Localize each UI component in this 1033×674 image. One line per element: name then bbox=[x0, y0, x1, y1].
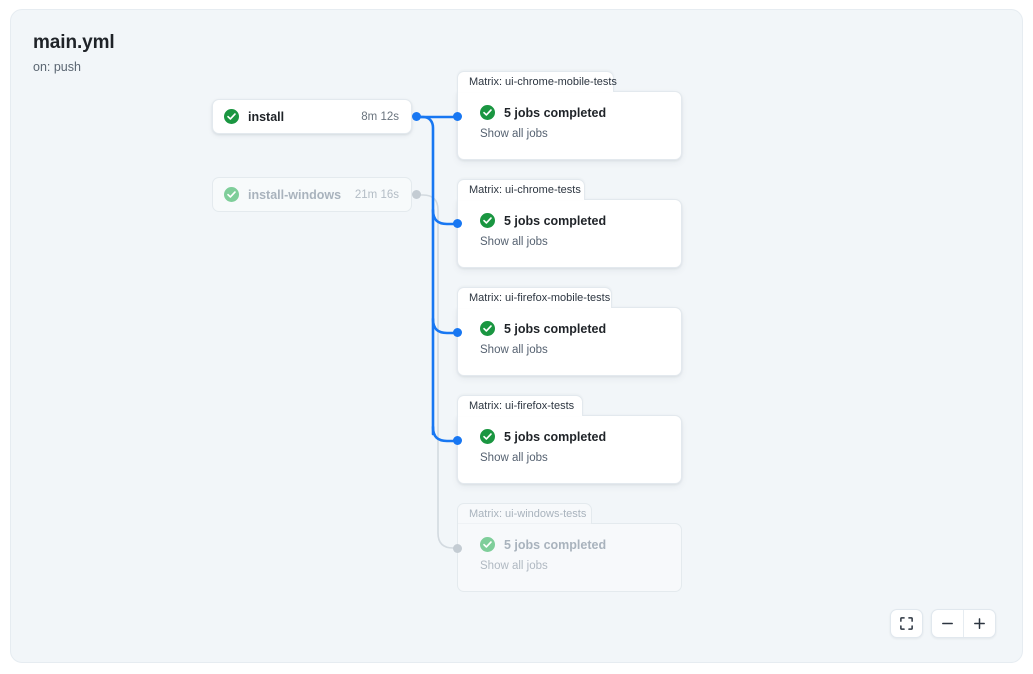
job-output-port-install-windows[interactable] bbox=[412, 190, 421, 199]
matrix-tab-label: Matrix: ui-chrome-mobile-tests bbox=[469, 76, 617, 88]
plus-icon bbox=[974, 618, 985, 629]
zoom-control[interactable] bbox=[931, 609, 996, 638]
check-circle-icon bbox=[480, 429, 495, 444]
matrix-input-port-ui-firefox-mobile-tests[interactable] bbox=[453, 328, 462, 337]
job-node-install[interactable]: install 8m 12s bbox=[212, 99, 412, 134]
matrix-tab-label: Matrix: ui-windows-tests bbox=[469, 508, 587, 520]
matrix-status-row: 5 jobs completed bbox=[480, 213, 606, 228]
matrix-body[interactable]: 5 jobs completed Show all jobs bbox=[457, 199, 682, 268]
matrix-input-port-ui-chrome-mobile-tests[interactable] bbox=[453, 112, 462, 121]
check-circle-icon bbox=[480, 213, 495, 228]
fit-to-screen-control[interactable] bbox=[890, 609, 923, 638]
matrix-tab-label: Matrix: ui-chrome-tests bbox=[469, 184, 581, 196]
fit-to-screen-icon bbox=[900, 617, 913, 630]
edge-install-windows-to-windows-tests bbox=[415, 194, 459, 549]
zoom-out-button[interactable] bbox=[932, 610, 963, 637]
edge-install-trunk bbox=[414, 115, 435, 436]
matrix-tab[interactable]: Matrix: ui-firefox-mobile-tests bbox=[457, 287, 612, 308]
matrix-group-ui-firefox-mobile-tests[interactable]: Matrix: ui-firefox-mobile-tests 5 jobs c… bbox=[457, 287, 682, 376]
check-circle-icon bbox=[480, 537, 495, 552]
job-name-label: install-windows bbox=[248, 187, 342, 202]
show-all-jobs-link[interactable]: Show all jobs bbox=[480, 452, 548, 464]
matrix-group-ui-chrome-mobile-tests[interactable]: Matrix: ui-chrome-mobile-tests 5 jobs co… bbox=[457, 71, 682, 160]
job-name-label: install bbox=[248, 109, 285, 124]
matrix-input-port-ui-chrome-tests[interactable] bbox=[453, 219, 462, 228]
matrix-status-label: 5 jobs completed bbox=[504, 321, 607, 336]
check-circle-icon bbox=[480, 321, 495, 336]
page-title: main.yml bbox=[33, 32, 115, 53]
workflow-header: main.yml on: push bbox=[33, 31, 115, 76]
matrix-tab[interactable]: Matrix: ui-chrome-mobile-tests bbox=[457, 71, 617, 92]
show-all-jobs-link[interactable]: Show all jobs bbox=[480, 344, 548, 356]
matrix-group-ui-chrome-tests[interactable]: Matrix: ui-chrome-tests 5 jobs completed… bbox=[457, 179, 682, 268]
matrix-tab-label: Matrix: ui-firefox-tests bbox=[469, 400, 575, 412]
job-duration-label: 8m 12s bbox=[361, 110, 399, 123]
matrix-status-row: 5 jobs completed bbox=[480, 537, 606, 552]
zoom-in-button[interactable] bbox=[964, 610, 995, 637]
workflow-canvas[interactable]: main.yml on: push install 8m 12s bbox=[10, 9, 1023, 663]
matrix-input-port-ui-windows-tests[interactable] bbox=[453, 544, 462, 553]
control-divider bbox=[963, 610, 964, 637]
matrix-group-ui-windows-tests[interactable]: Matrix: ui-windows-tests 5 jobs complete… bbox=[457, 503, 682, 592]
show-all-jobs-link[interactable]: Show all jobs bbox=[480, 236, 548, 248]
matrix-status-row: 5 jobs completed bbox=[480, 321, 606, 336]
matrix-status-row: 5 jobs completed bbox=[480, 429, 606, 444]
matrix-tab[interactable]: Matrix: ui-windows-tests bbox=[457, 503, 592, 524]
fit-to-screen-button[interactable] bbox=[891, 610, 922, 637]
check-circle-icon bbox=[224, 109, 239, 124]
canvas-controls bbox=[890, 609, 996, 638]
job-duration-label: 21m 16s bbox=[354, 188, 399, 201]
matrix-group-ui-firefox-tests[interactable]: Matrix: ui-firefox-tests 5 jobs complete… bbox=[457, 395, 682, 484]
matrix-tab[interactable]: Matrix: ui-chrome-tests bbox=[457, 179, 585, 200]
matrix-body[interactable]: 5 jobs completed Show all jobs bbox=[457, 307, 682, 376]
job-node-install-windows[interactable]: install-windows 21m 16s bbox=[212, 177, 412, 212]
matrix-status-label: 5 jobs completed bbox=[504, 429, 607, 444]
minus-icon bbox=[942, 622, 953, 625]
check-circle-icon bbox=[224, 187, 239, 202]
matrix-tab[interactable]: Matrix: ui-firefox-tests bbox=[457, 395, 583, 416]
matrix-body[interactable]: 5 jobs completed Show all jobs bbox=[457, 91, 682, 160]
matrix-input-port-ui-firefox-tests[interactable] bbox=[453, 436, 462, 445]
job-output-port-install[interactable] bbox=[412, 112, 421, 121]
show-all-jobs-link[interactable]: Show all jobs bbox=[480, 560, 548, 572]
show-all-jobs-link[interactable]: Show all jobs bbox=[480, 128, 548, 140]
matrix-body[interactable]: 5 jobs completed Show all jobs bbox=[457, 415, 682, 484]
check-circle-icon bbox=[480, 105, 495, 120]
matrix-status-row: 5 jobs completed bbox=[480, 105, 606, 120]
matrix-tab-label: Matrix: ui-firefox-mobile-tests bbox=[469, 292, 611, 304]
workflow-trigger-label: on: push bbox=[33, 60, 81, 74]
matrix-body[interactable]: 5 jobs completed Show all jobs bbox=[457, 523, 682, 592]
matrix-status-label: 5 jobs completed bbox=[504, 213, 607, 228]
matrix-status-label: 5 jobs completed bbox=[504, 537, 607, 552]
matrix-status-label: 5 jobs completed bbox=[504, 105, 607, 120]
